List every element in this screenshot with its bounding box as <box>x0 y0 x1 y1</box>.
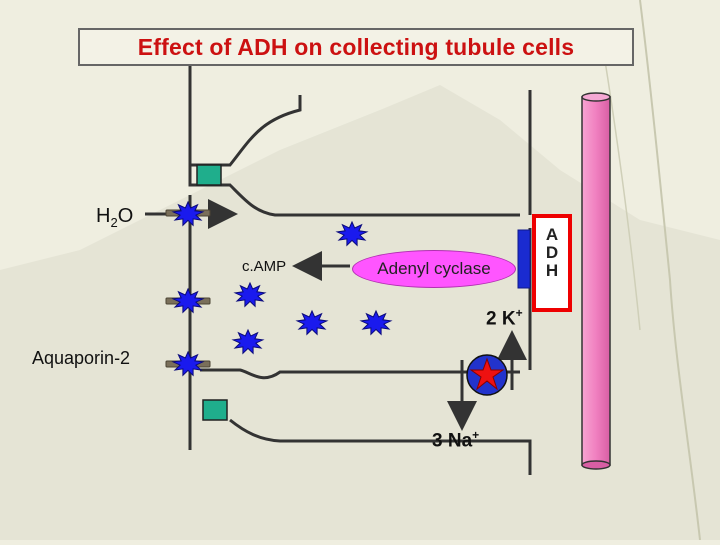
background-branch <box>639 0 701 541</box>
blood-vessel <box>581 92 611 470</box>
title-text: Effect of ADH on collecting tubule cells <box>137 33 575 60</box>
background-hills <box>0 85 720 540</box>
aquaporin-vesicle-icon <box>171 200 205 227</box>
adenyl-cyclase-label: Adenyl cyclase <box>377 259 491 278</box>
tight-junction <box>202 399 228 421</box>
adenyl-cyclase: Adenyl cyclase <box>352 250 516 288</box>
tight-junction <box>196 164 222 186</box>
page-title: Effect of ADH on collecting tubule cells <box>78 28 634 66</box>
aquaporin-vesicle-icon <box>335 220 369 247</box>
sodium-label: 3 Na+ <box>432 428 480 452</box>
aquaporin-vesicle-icon <box>171 287 205 314</box>
upper-cell-basal-membrane <box>188 165 520 217</box>
adh-receptor <box>517 229 531 289</box>
adh-label: A D H <box>532 226 572 280</box>
lower-cell-top-membrane <box>200 368 520 380</box>
aquaporin-label: Aquaporin-2 <box>32 348 131 368</box>
adh-hormone-box <box>532 214 572 312</box>
adh-letter: H <box>545 261 559 280</box>
camp-label: c.AMP <box>242 258 287 275</box>
lower-cell-membrane <box>229 418 532 475</box>
potassium-label: 2 K+ <box>486 306 523 330</box>
adh-letter: D <box>545 243 559 262</box>
star-icon <box>469 357 505 391</box>
aquaporin-vesicle-icon <box>171 350 205 377</box>
aquaporin-vesicle-icon <box>233 281 267 308</box>
adh-letter: A <box>545 225 559 244</box>
aquaporin-vesicle-icon <box>231 328 265 355</box>
aquaporin-vesicle-icon <box>359 309 393 336</box>
h2o-label: H2O <box>96 205 134 230</box>
cell-membranes <box>188 60 532 475</box>
vesicles <box>171 200 393 377</box>
aquaporin-vesicle-icon <box>295 309 329 336</box>
